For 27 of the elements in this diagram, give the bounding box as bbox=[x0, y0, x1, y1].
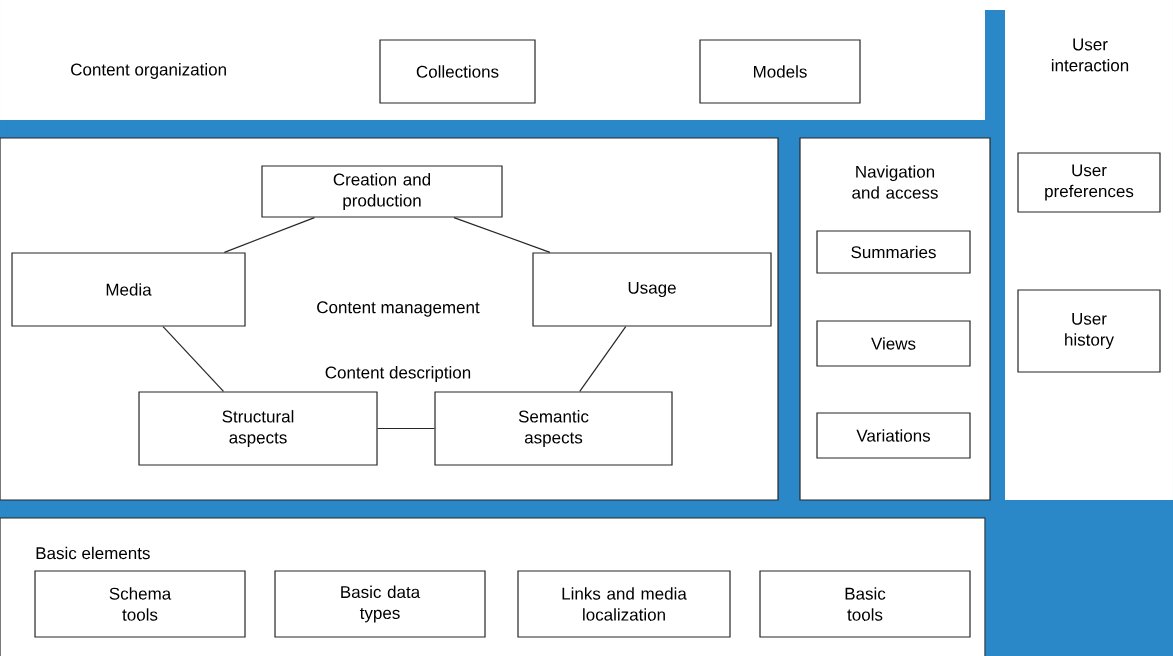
box: Models bbox=[699, 39, 861, 104]
box: Basic data types bbox=[274, 570, 486, 638]
connector-line bbox=[162, 326, 225, 392]
box: Summaries bbox=[816, 230, 971, 274]
box: Basic tools bbox=[759, 570, 971, 638]
box: Schema tools bbox=[34, 570, 246, 638]
panel-heading: Content management bbox=[317, 301, 480, 317]
box: Views bbox=[816, 320, 971, 367]
panel-heading: User interaction bbox=[1051, 38, 1129, 72]
box: Usage bbox=[532, 252, 772, 327]
box: User history bbox=[1017, 289, 1161, 373]
connector-line bbox=[453, 217, 551, 253]
panel-heading: Content organization bbox=[71, 63, 226, 79]
panel-heading: Basic elements bbox=[36, 546, 150, 560]
box: Variations bbox=[816, 412, 971, 459]
box: Creation and production bbox=[261, 165, 503, 218]
panel-heading: Content description bbox=[325, 366, 471, 382]
box: User preferences bbox=[1017, 152, 1161, 213]
box: Media bbox=[11, 252, 246, 327]
connector-line bbox=[579, 326, 627, 392]
connector-line bbox=[223, 217, 316, 253]
panel-heading: Navigation and access bbox=[852, 165, 938, 199]
box: Links and media localization bbox=[517, 570, 731, 638]
connector-line bbox=[377, 427, 435, 430]
box: Semantic aspects bbox=[434, 391, 673, 466]
box: Collections bbox=[379, 39, 536, 104]
box: Structural aspects bbox=[138, 391, 378, 466]
